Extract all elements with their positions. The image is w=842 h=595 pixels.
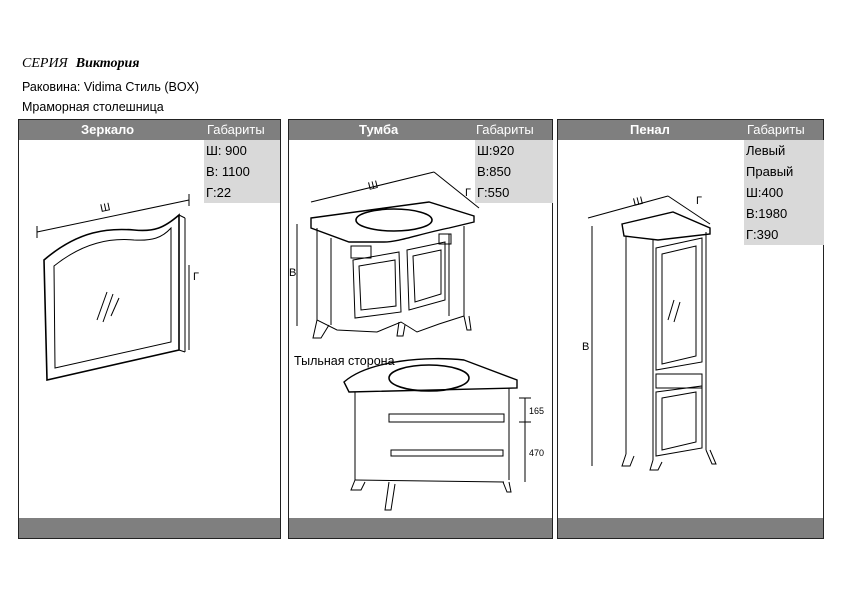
mirror-dim-depth: Г:22 bbox=[206, 185, 232, 200]
tall-panel: Пенал Габариты Левый Правый Ш:400 В:1980… bbox=[557, 119, 824, 539]
mirror-drawing: Ш Г bbox=[36, 194, 199, 381]
cabinet-dims-header: Габариты bbox=[476, 122, 534, 137]
cabinet-dim-width: Ш:920 bbox=[477, 143, 515, 158]
series-name: Виктория bbox=[75, 56, 140, 71]
tall-title: Пенал bbox=[630, 122, 670, 137]
mirror-dims-header: Габариты bbox=[207, 122, 265, 137]
cabinet-width-label: Ш bbox=[367, 179, 380, 193]
cabinet-panel-header: Тумба Габариты bbox=[289, 120, 552, 140]
tall-drawing: Ш Г В bbox=[582, 195, 717, 471]
mirror-dim-height: В: 1100 bbox=[206, 164, 250, 179]
cabinet-panel: Тумба Габариты Ш:920 В:850 Г:550 bbox=[288, 119, 553, 539]
tall-option-left: Левый bbox=[746, 143, 786, 158]
sink-line: Раковина: Vidima Стиль (BOX) bbox=[22, 80, 200, 94]
tall-panel-footer bbox=[558, 518, 823, 538]
tall-dim-depth: Г:390 bbox=[746, 227, 779, 242]
cabinet-drawing: Ш Г В 165 470 bbox=[289, 171, 544, 511]
mirror-panel: Зеркало Габариты Ш: 900 В: 1100 Г:22 bbox=[18, 119, 281, 539]
cabinet-depth-label: Г bbox=[465, 187, 471, 199]
mirror-title: Зеркало bbox=[81, 122, 135, 137]
cabinet-panel-footer bbox=[289, 518, 552, 538]
countertop-line: Мраморная столешница bbox=[22, 100, 164, 114]
mirror-panel-footer bbox=[19, 518, 280, 538]
series-label: СЕРИЯ bbox=[22, 56, 68, 71]
tall-dim-height: В:1980 bbox=[746, 206, 788, 221]
mirror-dims-box: Ш: 900 В: 1100 Г:22 bbox=[204, 140, 280, 203]
mirror-width-label: Ш bbox=[99, 201, 111, 215]
cabinet-dim-470-label: 470 bbox=[529, 448, 544, 458]
cabinet-height-label: В bbox=[289, 267, 296, 279]
tall-depth-label: Г bbox=[696, 195, 702, 207]
tall-height-label: В bbox=[582, 341, 589, 353]
cabinet-dims-box: Ш:920 В:850 Г:550 bbox=[475, 140, 553, 203]
tall-dims-box: Левый Правый Ш:400 В:1980 Г:390 bbox=[744, 140, 824, 245]
cabinet-title: Тумба bbox=[359, 122, 399, 137]
tall-dim-width: Ш:400 bbox=[746, 185, 784, 200]
mirror-dim-width: Ш: 900 bbox=[206, 143, 247, 158]
series-heading: СЕРИЯ Виктория bbox=[22, 56, 140, 72]
tall-panel-header: Пенал Габариты bbox=[558, 120, 823, 140]
tall-dims-header: Габариты bbox=[747, 122, 805, 137]
back-side-label: Тыльная сторона bbox=[294, 354, 395, 368]
mirror-panel-header: Зеркало Габариты bbox=[19, 120, 280, 140]
tall-width-label: Ш bbox=[632, 195, 645, 209]
cabinet-dim-depth: Г:550 bbox=[477, 185, 510, 200]
tall-option-right: Правый bbox=[746, 164, 794, 179]
mirror-depth-label: Г bbox=[193, 271, 199, 283]
cabinet-dim-height: В:850 bbox=[477, 164, 511, 179]
cabinet-dim-165-label: 165 bbox=[529, 406, 544, 416]
